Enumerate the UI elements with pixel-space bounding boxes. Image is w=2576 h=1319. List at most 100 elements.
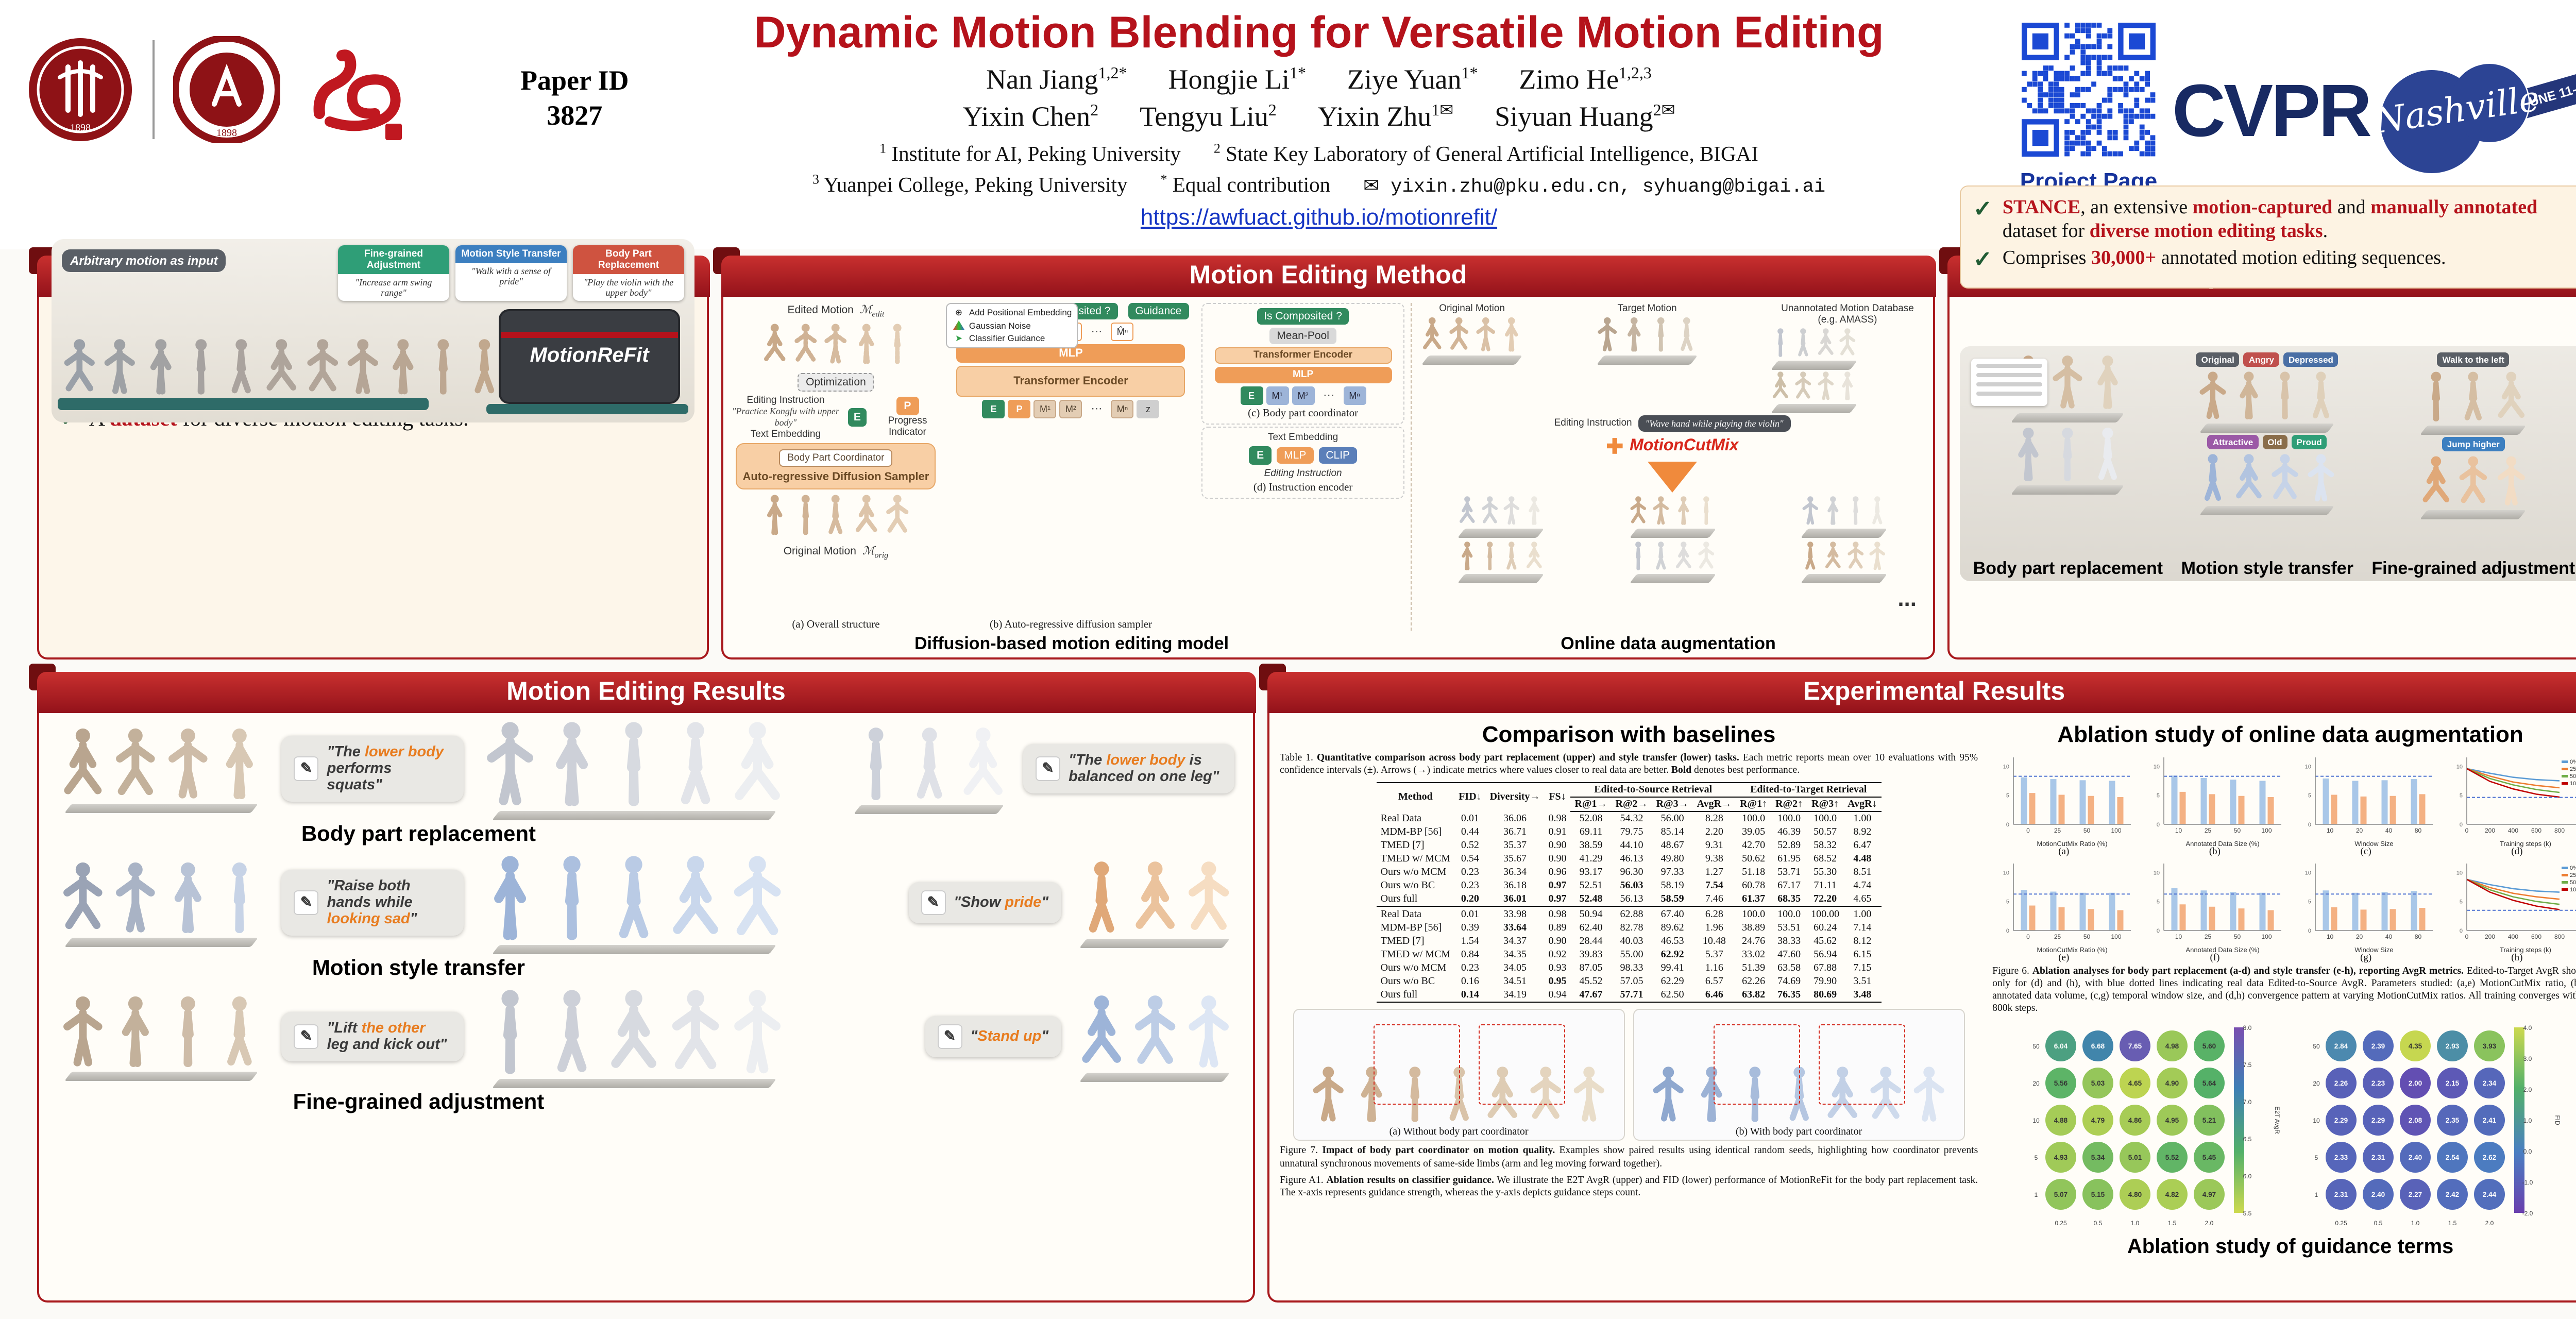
mlp-box-d: MLP xyxy=(1277,447,1314,463)
ground-platform xyxy=(2011,413,2125,422)
motion-figure xyxy=(122,995,149,1067)
dataset-panel: Proposed Dataset xyxy=(1939,185,2576,660)
svg-text:MotionCutMix Ratio (%): MotionCutMix Ratio (%) xyxy=(2037,945,2107,953)
svg-text:100: 100 xyxy=(2111,933,2121,940)
svg-text:1.0: 1.0 xyxy=(2523,1118,2532,1125)
svg-text:50%: 50% xyxy=(2569,773,2576,779)
svg-text:Window Size: Window Size xyxy=(2355,839,2394,847)
affiliation: 2 State Key Laboratory of General Artifi… xyxy=(1213,140,1758,166)
svg-text:0%: 0% xyxy=(2569,865,2576,871)
svg-text:8.0: 8.0 xyxy=(2243,1025,2251,1032)
subplot-id: (b) xyxy=(2209,847,2221,857)
svg-text:800: 800 xyxy=(2554,826,2564,834)
svg-text:600: 600 xyxy=(2531,933,2541,940)
embedding-token-d: E xyxy=(1249,446,1272,464)
text-embedding-label: Text Embedding xyxy=(750,428,821,440)
results-row: ✎ "The lower body performs squats" xyxy=(47,717,1245,820)
transformer-encoder-bar-c: Transformer Encoder xyxy=(1214,347,1392,363)
motion-figure xyxy=(501,989,519,1074)
motion-figure xyxy=(228,995,252,1066)
svg-text:2.34: 2.34 xyxy=(2482,1080,2496,1088)
motion-figure xyxy=(1818,328,1833,354)
contact-emails: ✉ yixin.zhu@pku.edu.cn, syhuang@bigai.ai xyxy=(1363,176,1826,198)
text-embedding-label-d: Text Embedding xyxy=(1267,431,1338,443)
edited-motion-label: Edited Motion xyxy=(787,304,854,317)
motion-figure xyxy=(105,339,135,394)
project-url-link[interactable]: https://awfuact.github.io/motionrefit/ xyxy=(1140,204,1498,230)
ground-platform xyxy=(1801,528,1888,537)
ground-platform xyxy=(64,803,259,813)
svg-text:5: 5 xyxy=(2459,899,2462,905)
svg-text:50: 50 xyxy=(2083,826,2091,834)
svg-text:5: 5 xyxy=(2006,899,2009,905)
edit-quote-right: ✎ "Show pride" xyxy=(908,882,1061,923)
machine-stripe xyxy=(501,331,678,338)
dataset-col-replacement: Body part replacement xyxy=(1971,352,2163,579)
svg-text:25: 25 xyxy=(2054,826,2061,834)
svg-text:1: 1 xyxy=(2314,1192,2318,1199)
svg-text:600: 600 xyxy=(2531,826,2541,834)
caption-c: (c) Body part coordinator xyxy=(1248,408,1359,419)
edit-type-tag: Motion Style Transfer "Walk with a sense… xyxy=(455,245,567,301)
motion-figure xyxy=(801,494,809,535)
figure7-caption: Figure 7. Impact of body part coordinato… xyxy=(1280,1145,1978,1170)
svg-text:10: 10 xyxy=(2305,869,2311,875)
check-icon: ✓ xyxy=(1973,246,1992,272)
svg-text:2.54: 2.54 xyxy=(2445,1154,2459,1162)
style-tag: Depressed xyxy=(2283,352,2338,366)
svg-text:0.25: 0.25 xyxy=(2335,1220,2347,1227)
svg-text:5: 5 xyxy=(2314,1155,2318,1162)
edit-quote-right: ✎ "Stand up" xyxy=(925,1016,1061,1057)
svg-text:10: 10 xyxy=(2003,869,2009,875)
sampler-label: Auto-regressive Diffusion Sampler xyxy=(742,470,929,483)
motionrefit-machine: MotionReFit xyxy=(499,309,680,404)
subplot-id: (h) xyxy=(2511,953,2523,963)
motion-figure xyxy=(1798,328,1808,356)
motion-figure xyxy=(886,494,908,533)
text-embedding-token: E xyxy=(848,408,867,427)
dataset-col-label: Fine-grained adjustment xyxy=(2371,558,2575,578)
svg-text:5.60: 5.60 xyxy=(2202,1043,2215,1051)
paper-id-number: 3827 xyxy=(547,99,603,131)
results-row: ✎ "Raise both hands while looking sad" xyxy=(47,851,1245,954)
plus-icon: ✚ xyxy=(1606,435,1624,458)
subplot-id: (c) xyxy=(2360,847,2371,857)
svg-text:6.0: 6.0 xyxy=(2243,1173,2251,1180)
svg-text:4.98: 4.98 xyxy=(2165,1043,2179,1051)
svg-text:1.5: 1.5 xyxy=(2167,1220,2176,1227)
motion-figure xyxy=(1772,371,1788,398)
positional-embedding-icon: ⊕ xyxy=(955,307,962,317)
token: ⋯ xyxy=(1091,403,1103,415)
svg-text:50%: 50% xyxy=(2569,879,2576,885)
mean-pool-box: Mean-Pool xyxy=(1269,327,1336,344)
svg-text:MotionCutMix Ratio (%): MotionCutMix Ratio (%) xyxy=(2037,839,2107,847)
motion-figure xyxy=(1361,1067,1382,1123)
tag-title: Body Part Replacement xyxy=(573,245,684,274)
svg-text:5: 5 xyxy=(2459,792,2462,799)
motion-figure xyxy=(1852,496,1858,525)
svg-text:100: 100 xyxy=(2111,826,2121,834)
svg-text:Annotated Data Size (%): Annotated Data Size (%) xyxy=(2186,839,2260,847)
poster-title: Dynamic Motion Blending for Versatile Mo… xyxy=(754,8,1884,58)
svg-text:20: 20 xyxy=(2356,826,2363,834)
svg-text:0: 0 xyxy=(2465,933,2468,940)
figure7-sublabel: (a) Without body part coordinator xyxy=(1389,1126,1529,1138)
m-orig-symbol: ℳorig xyxy=(862,545,889,560)
svg-text:25%: 25% xyxy=(2569,766,2576,772)
svg-text:2.40: 2.40 xyxy=(2371,1191,2384,1199)
token: E xyxy=(1240,386,1263,404)
motion-figure xyxy=(1802,496,1819,525)
motion-figure xyxy=(2308,453,2335,501)
token: M¹ xyxy=(1266,386,1289,404)
motion-figure xyxy=(486,721,533,805)
motion-figure xyxy=(1459,496,1475,522)
motion-figure xyxy=(1653,1067,1684,1122)
